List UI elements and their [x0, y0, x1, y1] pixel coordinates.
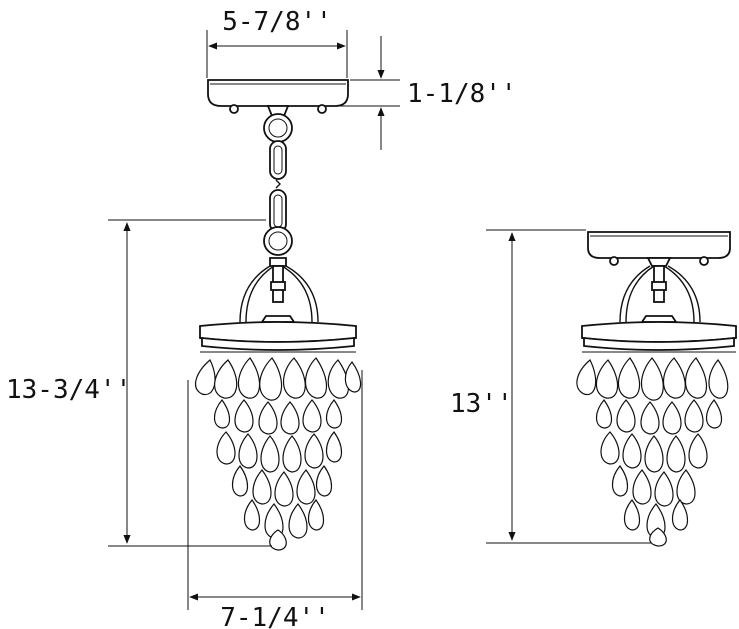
- pendant-crystals: [194, 357, 362, 551]
- flush-height-label: 13'': [450, 389, 513, 419]
- pendant-fixture: [194, 79, 362, 551]
- flush-fixture: [576, 231, 737, 547]
- canopy-width-label: 5-7/8'': [222, 7, 332, 37]
- flush-ring: [581, 321, 737, 353]
- flush-dimensions: [486, 229, 652, 544]
- pendant-ring: [199, 321, 357, 353]
- pendant-width-label: 7-1/4'': [220, 603, 330, 629]
- pendant-canopy: [207, 79, 349, 117]
- pendant-height-label: 13-3/4'': [6, 375, 131, 405]
- flush-crystals: [576, 357, 729, 547]
- flush-arms: [619, 265, 701, 323]
- canopy-height-label: 1-1/8'': [407, 79, 517, 109]
- pendant-arms: [239, 257, 319, 323]
- pendant-dimensions: [108, 30, 400, 610]
- flush-canopy: [587, 231, 731, 267]
- pendant-chain: [263, 113, 293, 256]
